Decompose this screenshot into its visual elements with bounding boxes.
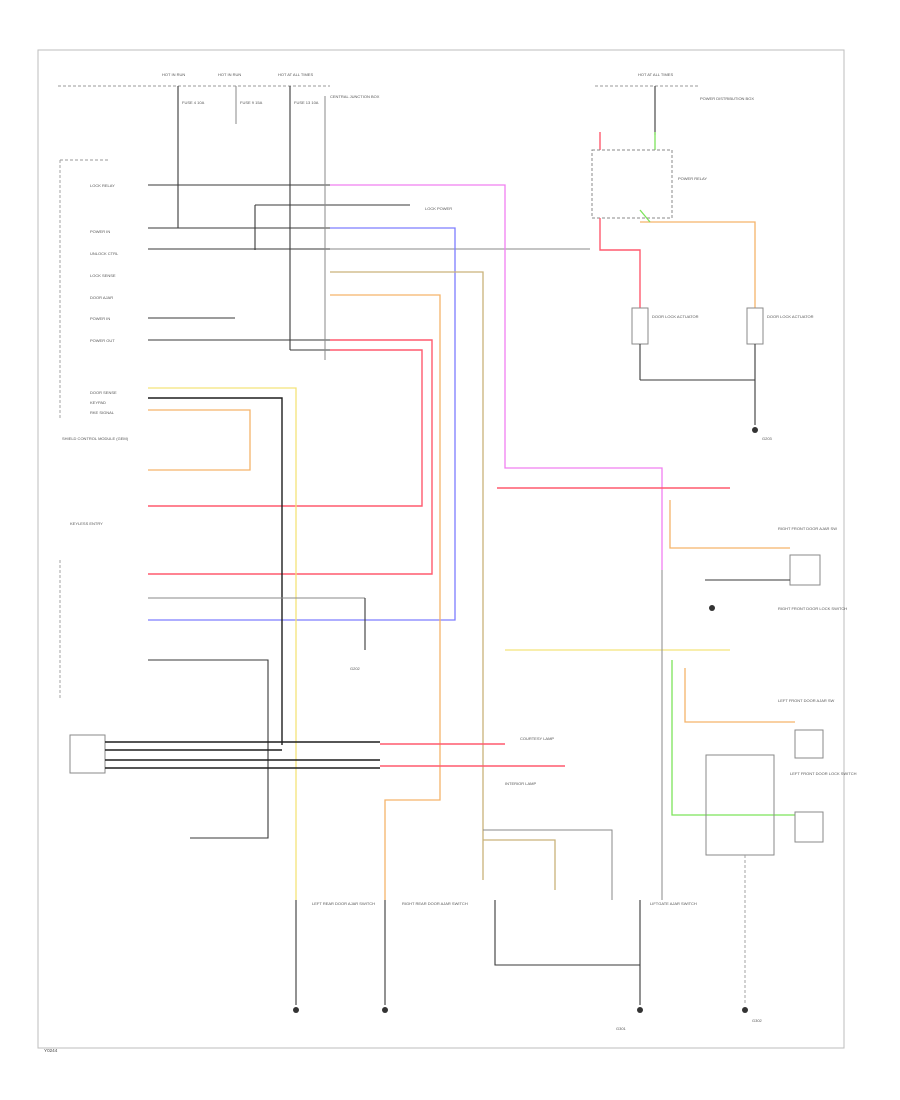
power-relay-label: POWER RELAY bbox=[678, 176, 707, 181]
g301-label: G301 bbox=[616, 1026, 627, 1031]
footer-code: Y0244 bbox=[44, 1048, 58, 1053]
lf-door-ajar-switch bbox=[794, 729, 824, 759]
wire-orange-lf bbox=[684, 668, 795, 723]
svg-text:UNLOCK CTRL: UNLOCK CTRL bbox=[90, 251, 119, 256]
svg-text:RIGHT REAR DOOR AJAR SWITCH: RIGHT REAR DOOR AJAR SWITCH bbox=[402, 901, 468, 906]
wire-orange-keyless bbox=[148, 409, 251, 471]
rf-lock-label: RIGHT FRONT DOOR LOCK SWITCH bbox=[778, 606, 847, 611]
keyless-label: KEYLESS ENTRY bbox=[70, 521, 103, 526]
fuse-symbol-1: FUSE 4 10A bbox=[177, 86, 205, 228]
fuse-label-2: HOT IN RUN bbox=[218, 72, 241, 77]
lr-door-ajar-switch: LEFT REAR DOOR AJAR SWITCH bbox=[293, 900, 375, 1013]
lf-door-lock-switch bbox=[794, 811, 824, 843]
svg-text:LEFT REAR DOOR AJAR SWITCH: LEFT REAR DOOR AJAR SWITCH bbox=[312, 901, 375, 906]
wire-gray-bottom bbox=[483, 829, 613, 900]
svg-text:POWER OUT: POWER OUT bbox=[90, 338, 115, 343]
svg-text:RKE SIGNAL: RKE SIGNAL bbox=[90, 410, 115, 415]
cjb-label: CENTRAL JUNCTION BOX bbox=[330, 94, 380, 99]
diagram-frame bbox=[37, 49, 845, 1049]
pdb-hot-label: HOT AT ALL TIMES bbox=[638, 72, 673, 77]
gem-pins: LOCK RELAY POWER IN UNLOCK CTRL LOCK SEN… bbox=[90, 183, 119, 415]
wire-tan bbox=[330, 271, 484, 880]
wire-black-left bbox=[148, 397, 283, 745]
fuse-label-3: HOT AT ALL TIMES bbox=[278, 72, 313, 77]
relay-out-red bbox=[599, 218, 641, 310]
interior-lamp-label: INTERIOR LAMP bbox=[505, 781, 536, 786]
svg-text:KEYPAD: KEYPAD bbox=[90, 400, 106, 405]
liftgate-label: LIFTGATE AJAR SWITCH bbox=[650, 901, 697, 906]
svg-text:FUSE 13 10A: FUSE 13 10A bbox=[294, 100, 319, 105]
g302-label: G302 bbox=[752, 1018, 763, 1023]
lf-lock-label: LEFT FRONT DOOR LOCK SWITCH bbox=[790, 771, 857, 776]
door-lock-actuator-left: DOOR LOCK ACTUATOR bbox=[631, 307, 699, 380]
instrument-cluster bbox=[69, 734, 106, 774]
power-relay-box bbox=[591, 149, 673, 219]
wire-blue bbox=[148, 227, 456, 621]
wire-green-lf bbox=[671, 660, 795, 816]
wire-yellow-left bbox=[148, 387, 297, 900]
wire-black-keypad bbox=[148, 659, 269, 839]
svg-text:LOCK SENSE: LOCK SENSE bbox=[90, 273, 116, 278]
fuse-label-1: HOT IN RUN bbox=[162, 72, 185, 77]
g202-label: G202 bbox=[350, 666, 361, 671]
svg-text:LOCK RELAY: LOCK RELAY bbox=[90, 183, 115, 188]
rf-door-lock-switch bbox=[789, 554, 821, 586]
g203-label: G203 bbox=[762, 436, 773, 441]
relay-out-orange bbox=[640, 221, 756, 310]
lf-ajar-label: LEFT FRONT DOOR AJAR SW bbox=[778, 698, 835, 703]
ground-g301 bbox=[637, 1007, 643, 1013]
wire-orange-right bbox=[669, 500, 790, 549]
bottom-ground-bus bbox=[494, 900, 640, 966]
wire-red-2 bbox=[148, 349, 423, 507]
door-lock-actuator-right: DOOR LOCK ACTUATOR bbox=[746, 307, 814, 425]
wire-orange bbox=[330, 294, 441, 900]
fuse-symbol-2: FUSE 9 15A bbox=[235, 86, 263, 124]
ground-g203 bbox=[752, 427, 758, 433]
wire-pink bbox=[330, 184, 663, 570]
svg-text:DOOR LOCK ACTUATOR: DOOR LOCK ACTUATOR bbox=[652, 314, 699, 319]
svg-text:FUSE 4 10A: FUSE 4 10A bbox=[182, 100, 205, 105]
lf-module-box bbox=[705, 754, 775, 856]
pdb-label: POWER DISTRIBUTION BOX bbox=[700, 96, 754, 101]
svg-text:POWER IN: POWER IN bbox=[90, 229, 110, 234]
fuse-symbol-3: FUSE 13 10A bbox=[289, 86, 319, 350]
svg-text:POWER IN: POWER IN bbox=[90, 316, 110, 321]
ground-g302 bbox=[742, 1007, 748, 1013]
svg-text:DOOR SENSE: DOOR SENSE bbox=[90, 390, 117, 395]
svg-text:DOOR LOCK ACTUATOR: DOOR LOCK ACTUATOR bbox=[767, 314, 814, 319]
rr-door-ajar-switch: RIGHT REAR DOOR AJAR SWITCH bbox=[382, 900, 468, 1013]
courtesy-lamp-label: COURTESY LAMP bbox=[520, 736, 554, 741]
splice-label: LOCK POWER bbox=[425, 206, 452, 211]
gem-label: SHIELD CONTROL MODULE (GEM) bbox=[62, 436, 129, 441]
rf-ajar-label: RIGHT FRONT DOOR AJAR SW bbox=[778, 526, 837, 531]
relay-green-tap bbox=[639, 209, 651, 223]
wire-tan-bottom bbox=[483, 839, 556, 890]
wire-red-1 bbox=[148, 339, 433, 575]
svg-text:DOOR AJAR: DOOR AJAR bbox=[90, 295, 113, 300]
ground-g204 bbox=[709, 605, 715, 611]
svg-text:FUSE 9 15A: FUSE 9 15A bbox=[240, 100, 263, 105]
